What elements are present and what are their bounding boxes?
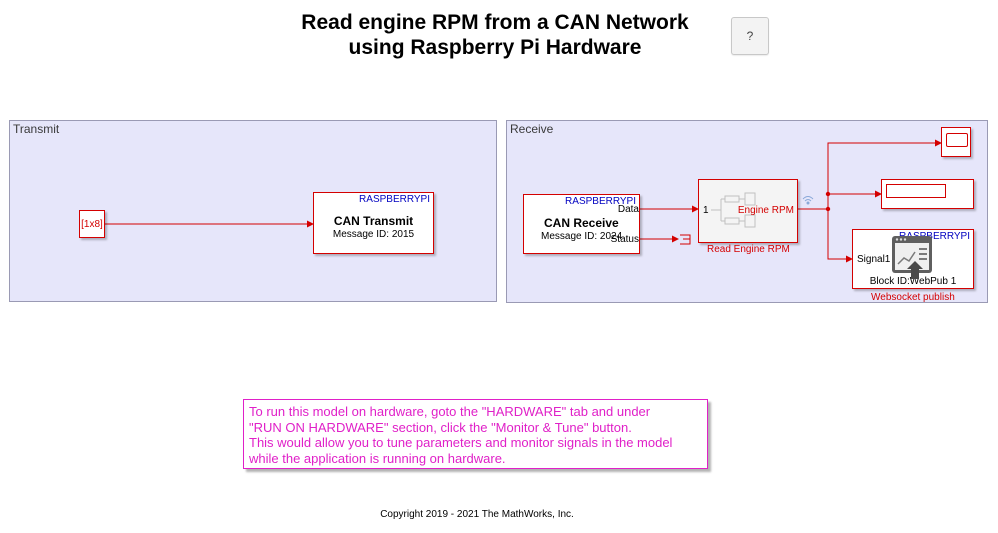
can-receive-param: Message ID: 2024 [541,231,623,242]
help-button[interactable]: ? [731,17,769,55]
note-line-2: "RUN ON HARDWARE" section, click the "Mo… [249,419,632,435]
websocket-publish-label: Websocket publish [871,292,955,303]
title-line-1: Read engine RPM from a CAN Network [301,11,689,34]
display-block-small[interactable] [941,127,971,157]
display-readout [886,184,946,198]
read-engine-rpm-label: Read Engine RPM [707,244,790,255]
can-receive-status-port: Status [610,234,639,245]
websocket-tag: RASPBERRYPI [899,231,970,242]
note-line-1: To run this model on hardware, goto the … [249,404,651,419]
can-transmit-block[interactable]: RASPBERRYPI CAN Transmit Message ID: 201… [313,192,434,254]
model-title: Read engine RPM from a CAN Network using… [250,10,740,60]
transmit-area-label: Transmit [13,122,60,136]
websocket-signal-port: Signal1 [857,254,891,265]
can-receive-tag: RASPBERRYPI [565,196,636,207]
can-transmit-param: Message ID: 2015 [332,229,415,240]
can-receive-data-port: Data [617,204,639,215]
read-engine-rpm-out-port: Engine RPM [737,205,794,216]
can-receive-name: CAN Receive [544,216,619,230]
note-line-4: while the application is running on hard… [249,450,506,466]
display-readout [946,133,968,147]
can-transmit-tag: RASPBERRYPI [359,194,430,205]
note-line-3: This would allow you to tune parameters … [249,435,673,450]
receive-area-label: Receive [510,122,554,136]
read-engine-rpm-block[interactable]: 1 Engine RPM [698,179,798,243]
can-receive-block[interactable]: RASPBERRYPI CAN Receive Message ID: 2024… [523,194,640,254]
subsystem-preview-icon [711,192,756,228]
read-engine-rpm-in-port: 1 [703,205,709,216]
websocket-block-id: Block ID:WebPub 1 [869,276,957,287]
hardware-instructions-note: To run this model on hardware, goto the … [243,399,708,469]
constant-block[interactable]: [1x8] [79,210,105,238]
can-transmit-name: CAN Transmit [333,214,414,228]
title-line-2: using Raspberry Pi Hardware [348,36,642,59]
websocket-app-icon [892,236,932,279]
display-block-wide[interactable] [881,179,974,209]
copyright-text: Copyright 2019 - 2021 The MathWorks, Inc… [380,509,574,520]
